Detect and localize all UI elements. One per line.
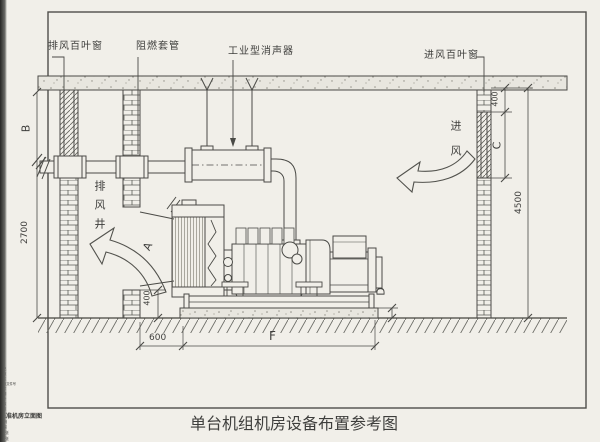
wall-sleeve [115,155,149,179]
fan-blades [207,219,217,287]
base-frame [183,293,375,309]
hanger-rod [245,77,259,146]
radiator [171,199,225,298]
dim-B: B [19,124,33,133]
scan-edge-shadow [0,0,7,442]
intake-louver [476,111,492,179]
exhaust-airflow-arrow [89,226,167,297]
dim-400-left: 400 [142,290,152,306]
exhaust-pipe [36,155,186,180]
label-exhaust-shaft: 排风井 [93,180,106,237]
leader-lines [52,56,485,154]
dim-2700: 2700 [19,221,30,244]
dim-600: 600 [149,333,167,343]
dim-4500: 4500 [513,191,524,214]
label-intake-louver: 进风百叶窗 [424,50,479,61]
wall-sleeve [53,155,87,179]
left-wall [59,89,79,319]
alternator [305,235,383,295]
tb-header-docno: 更改文件号 [0,382,16,386]
engine [223,227,307,304]
dim-F: F [269,329,276,343]
hanger-rod [200,77,214,146]
label-sleeve: 阻燃套管 [136,41,180,52]
label-intake-air: 进风 [449,120,462,170]
dim-C: C [490,141,504,150]
label-silencer: 工业型消声器 [228,46,294,57]
label-exhaust-louver: 排风百叶窗 [48,41,103,52]
dim-400-right: 400 [490,91,500,107]
ceiling-slab [37,75,568,91]
right-wall [476,89,492,319]
drawing-frame [47,11,587,409]
dim-D: D [374,287,388,296]
tb-drawing-name: 标准机房立面图 [0,413,43,420]
foundation-pad [179,307,379,319]
ground [38,317,567,333]
silencer [184,77,272,183]
terminal-box [332,235,367,259]
inner-wall [122,89,141,319]
intake-airflow-arrow [396,150,476,194]
exhaust-louver [59,89,79,159]
dimension-lines [31,83,533,351]
drawing-caption: 单台机组机房设备布置参考图 [190,414,399,433]
turbocharger [281,241,299,259]
vibration-mounts [221,281,323,296]
